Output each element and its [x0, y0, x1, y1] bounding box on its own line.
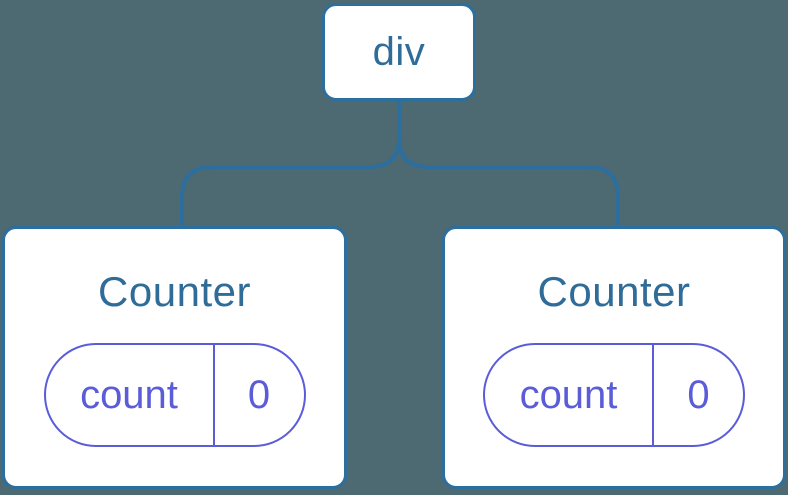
component-title: Counter: [537, 268, 691, 315]
component-card-counter-2: Counter count 0: [442, 226, 786, 489]
state-pill: count 0: [43, 343, 306, 448]
state-key: count: [46, 345, 215, 446]
connector-branch-left: [180, 101, 401, 227]
component-card-counter-1: Counter count 0: [2, 226, 347, 489]
connector-branch-right: [397, 101, 620, 227]
state-pill: count 0: [483, 343, 745, 448]
root-node-label: div: [372, 29, 426, 74]
state-key: count: [485, 345, 654, 446]
state-value: 0: [247, 372, 271, 417]
root-node-div: div: [322, 3, 476, 101]
component-title: Counter: [98, 268, 251, 315]
state-value: 0: [687, 372, 710, 417]
